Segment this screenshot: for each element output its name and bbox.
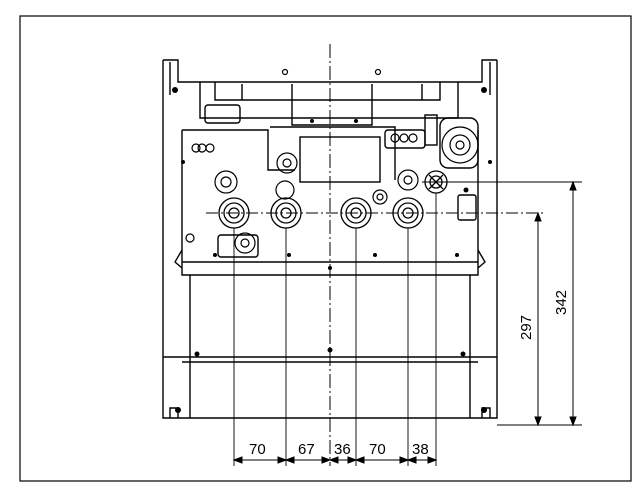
boiler-outline bbox=[162, 59, 498, 419]
dim-label-70-a: 70 bbox=[249, 441, 266, 458]
dim-label-67: 67 bbox=[298, 441, 315, 458]
dim-label-70-b: 70 bbox=[369, 441, 386, 458]
dim-label-342: 342 bbox=[553, 290, 570, 315]
dim-label-36: 36 bbox=[334, 441, 351, 458]
small-rings bbox=[185, 68, 479, 254]
dim-label-297: 297 bbox=[518, 315, 535, 340]
connection-fittings bbox=[218, 170, 448, 229]
horizontal-dimension-line bbox=[232, 456, 438, 464]
extension-lines bbox=[233, 193, 582, 466]
dim-label-38: 38 bbox=[412, 441, 429, 458]
vertical-dimension-lines bbox=[534, 180, 577, 427]
drawing-frame bbox=[19, 15, 632, 482]
screws bbox=[172, 87, 492, 413]
